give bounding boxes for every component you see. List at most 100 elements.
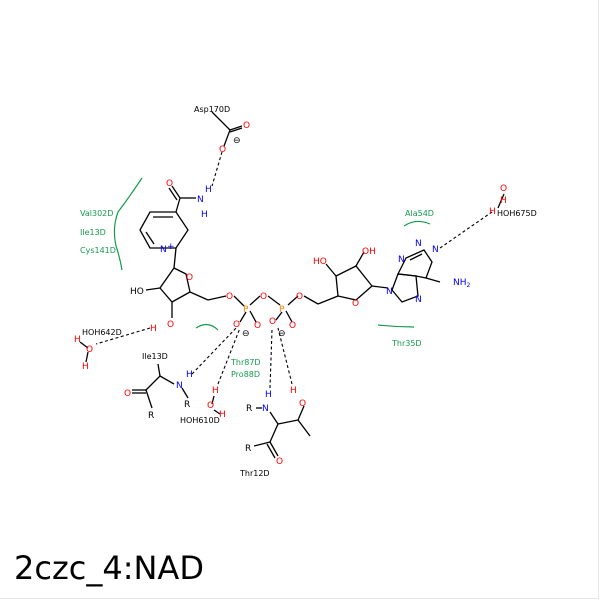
asp170-o1: O xyxy=(243,121,250,131)
hbond-asp170-amide xyxy=(211,151,223,187)
thr12-ca-cb-bond xyxy=(277,419,299,425)
amide-co-bond-2 xyxy=(168,187,178,201)
hoh610-h2: H xyxy=(219,410,226,420)
label-pro88: Pro88D xyxy=(231,370,260,379)
thr12-cb-cg-bond xyxy=(297,419,311,437)
hoh642-bond-1 xyxy=(79,341,89,349)
asp170-co-single xyxy=(223,129,231,147)
adenine-n9: N xyxy=(386,287,393,297)
label-thr87: Thr87D xyxy=(230,358,261,367)
amide-h2: H xyxy=(201,210,208,220)
ribose-o4: O xyxy=(186,273,193,283)
adenine-amine: NH2 xyxy=(453,278,471,289)
ile13-r2: R xyxy=(184,400,190,410)
label-hoh610: HOH610D xyxy=(180,416,220,425)
ribose-o3a-bond xyxy=(355,251,365,267)
adenine-amine-bond xyxy=(425,277,441,283)
hoh642-h1: H xyxy=(74,335,81,345)
o5-nicotinamide: O xyxy=(226,292,233,302)
amide-co-bond xyxy=(171,185,181,199)
ile13-nr-bond xyxy=(181,387,189,399)
amide-n: N xyxy=(197,195,204,205)
hoh675-oh-bond xyxy=(497,193,505,209)
adenine-pyrimidine xyxy=(397,249,433,279)
p2-o-minus xyxy=(275,311,283,321)
adenine-n7: N xyxy=(415,295,422,305)
ile13-n: N xyxy=(176,381,183,391)
hbond-hoh642 xyxy=(95,327,151,345)
adenosine-ribose-oh2: HO xyxy=(313,257,327,267)
thr12-r-c: R xyxy=(245,444,251,454)
ile13-ca-bond xyxy=(157,363,161,377)
thr12-cr-bond xyxy=(253,441,271,447)
amide-o: O xyxy=(166,179,173,189)
hydrophobic-arc-thr35 xyxy=(377,324,415,328)
ile13-ca-c-bond xyxy=(145,375,161,391)
c5a-c4a-bond xyxy=(317,295,339,305)
nicotinamide-n: N xyxy=(160,245,167,255)
c5-o-bond xyxy=(207,295,227,301)
adenine-glycosidic-bond xyxy=(371,285,389,289)
thr12-ca-c-bond xyxy=(269,423,279,443)
ile13-ca-n-bond xyxy=(159,375,175,385)
ribose-c5-bond xyxy=(189,291,209,301)
label-thr12: Thr12D xyxy=(239,469,270,478)
adenine-n1-top: N xyxy=(415,239,422,249)
asp170-co-double-2 xyxy=(229,127,243,133)
thr12-n-ca-bond xyxy=(269,411,279,425)
label-hoh675: HOH675D xyxy=(497,209,537,218)
hydrophobic-arc-ala54 xyxy=(403,220,431,227)
hbond-thr12-n xyxy=(269,329,273,389)
diagram-title: 2czc_4:NAD xyxy=(14,549,204,587)
hoh610-bond-1 xyxy=(211,395,215,405)
hoh642-o: O xyxy=(86,345,93,355)
p2-o-double-atom: O xyxy=(289,321,296,331)
thr12-og: O xyxy=(299,399,306,409)
p2-o-bond xyxy=(287,295,299,306)
label-hoh642: HOH642D xyxy=(82,328,122,337)
hoh642-h2: H xyxy=(82,362,89,372)
label-ile13-backbone: Ile13D xyxy=(142,352,168,361)
adenosine-ribose xyxy=(335,265,373,301)
asp170-o2: O xyxy=(219,145,226,155)
label-ile13-side: Ile13D xyxy=(80,228,106,237)
asp170-charge: ⊖ xyxy=(233,136,241,146)
hoh642-bond-2 xyxy=(85,351,89,363)
hbond-hoh610-phosphate xyxy=(217,327,241,385)
hydrophobic-arc-thr87 xyxy=(195,323,219,331)
p1-o-minus-atom: O xyxy=(233,320,240,330)
ile13-o: O xyxy=(124,389,131,399)
p1-obridge-bond xyxy=(249,295,261,306)
hbond-adenine-hoh675 xyxy=(439,211,493,249)
asp170-co-double xyxy=(229,125,243,131)
p1-o-double-atom: O xyxy=(254,321,261,331)
n-glycosidic-bond xyxy=(173,247,177,269)
ile13-r1: R xyxy=(148,411,154,421)
hoh610-h1: H xyxy=(212,386,219,396)
hoh675-h1: H xyxy=(500,196,507,206)
nicotinamide-n-plus: + xyxy=(167,242,175,252)
obridge-p2-bond xyxy=(267,295,281,306)
ribose-o3: O xyxy=(167,320,174,330)
amide-c-bond xyxy=(175,197,181,213)
adenosine-ribose-oh3: OH xyxy=(362,247,376,257)
p1-o-double xyxy=(249,310,257,323)
adenine-n1: N xyxy=(432,245,439,255)
hoh610-o: O xyxy=(207,401,214,411)
adenine-double-1 xyxy=(409,253,423,261)
hydrophobic-arc-val302 xyxy=(113,177,143,271)
hbond-thr12-og xyxy=(277,327,293,385)
adenosine-ribose-o4: O xyxy=(352,299,359,309)
ribose-o3-h: H xyxy=(150,324,157,334)
ribose-oh-bond xyxy=(145,287,161,291)
ribose-o2-ho: HO xyxy=(130,287,144,297)
p2-o-double xyxy=(285,310,293,323)
p1-o-minus xyxy=(239,311,247,323)
thr12-co-bond xyxy=(269,441,279,457)
thr12-n: N xyxy=(262,404,269,414)
thr12-co-bond-2 xyxy=(266,443,276,459)
label-val302: Val302D xyxy=(80,209,113,218)
label-cys141: Cys141D xyxy=(80,246,116,255)
